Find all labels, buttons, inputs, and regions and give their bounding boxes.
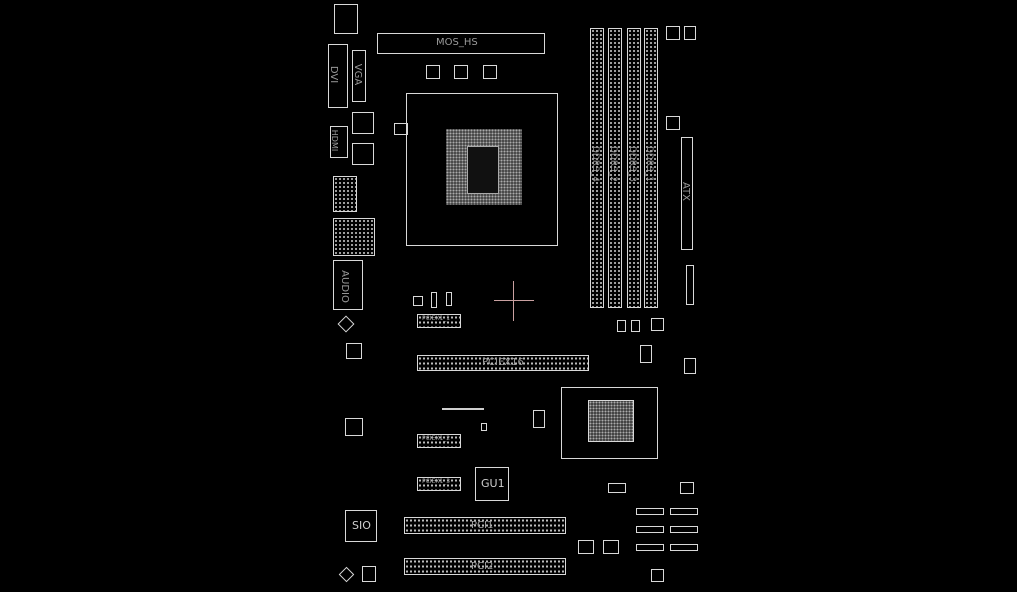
cursor-crosshair-horizontal [494, 300, 534, 301]
pciex16-label: PCIEX16 [482, 357, 524, 368]
component[interactable] [684, 358, 696, 374]
component[interactable] [578, 540, 594, 554]
component[interactable] [533, 410, 545, 428]
atx-label: ATX [680, 181, 692, 202]
audio-label: AUDIO [338, 270, 350, 303]
header-pins[interactable] [636, 508, 664, 515]
component[interactable] [345, 418, 363, 436]
component[interactable] [680, 482, 694, 494]
cpu-socket[interactable] [406, 93, 558, 246]
trace [442, 408, 484, 410]
dimm-slot-ddr3-3[interactable]: DDR3_3 [627, 28, 641, 308]
mosfet[interactable] [352, 143, 374, 165]
gu1-label: GU1 [481, 477, 505, 490]
pciex1-3-label: PCIEX1_3 [422, 478, 451, 485]
component[interactable] [651, 569, 664, 582]
component[interactable] [631, 320, 640, 332]
header-pins[interactable] [636, 544, 664, 551]
component[interactable] [603, 540, 619, 554]
audio-connector[interactable]: AUDIO [333, 260, 363, 310]
component[interactable] [346, 343, 362, 359]
header-pins[interactable] [670, 544, 698, 551]
mosfet[interactable] [454, 65, 468, 79]
dimm-label: DDR3_3 [627, 145, 638, 183]
dimm-label: DDR3_1 [644, 145, 655, 183]
dimm-slot-ddr3-4[interactable]: DDR3_4 [590, 28, 604, 308]
gu1-chip[interactable]: GU1 [475, 467, 509, 501]
vga-label: VGA [352, 63, 364, 86]
lan-connector[interactable] [333, 218, 375, 256]
component[interactable] [608, 483, 626, 493]
component[interactable] [362, 566, 376, 582]
component[interactable] [651, 318, 664, 331]
diamond-component[interactable] [337, 315, 355, 333]
component[interactable] [617, 320, 626, 332]
dimm-slot-ddr3-1[interactable]: DDR3_1 [644, 28, 658, 308]
pciex1-1-slot[interactable]: PCIEX1_1 [417, 314, 461, 328]
chipset-pch[interactable] [588, 400, 634, 442]
mosfet[interactable] [352, 112, 374, 134]
dimm-slot-ddr3-2[interactable]: DDR3_2 [608, 28, 622, 308]
hdmi-label: HDMI [330, 129, 340, 152]
pciex16-slot[interactable]: PCIEX16 [417, 355, 589, 371]
component[interactable] [684, 26, 696, 40]
pci1-label: PCI1 [471, 520, 494, 531]
pci2-label: PCI2 [471, 561, 494, 572]
dimm-label: DDR3_2 [608, 145, 619, 183]
header[interactable] [686, 265, 694, 305]
atx-power-connector[interactable]: ATX [680, 137, 693, 250]
header-pins[interactable] [636, 526, 664, 533]
mosfet[interactable] [483, 65, 497, 79]
mos-hs-label: MOS_HS [436, 37, 478, 48]
mosfet[interactable] [426, 65, 440, 79]
pci1-slot[interactable]: PCI1 [404, 517, 566, 534]
component[interactable] [666, 26, 680, 40]
pci2-slot[interactable]: PCI2 [404, 558, 566, 575]
dimm-label: DDR3_4 [590, 145, 601, 183]
dvi-label: DVI [328, 65, 340, 84]
dvi-connector[interactable]: DVI [328, 44, 348, 108]
component[interactable] [640, 345, 652, 363]
pciex1-2-slot[interactable]: PCIEX1_2 [417, 434, 461, 448]
sio-label: SIO [352, 519, 371, 532]
cpu-center [467, 146, 499, 194]
pciex1-1-label: PCIEX1_1 [422, 315, 451, 322]
component[interactable] [394, 123, 408, 135]
header-pins[interactable] [670, 526, 698, 533]
sio-chip[interactable]: SIO [345, 510, 377, 542]
pciex1-2-label: PCIEX1_2 [422, 435, 451, 442]
usb-connector[interactable] [333, 176, 357, 212]
component[interactable] [481, 423, 487, 431]
vga-connector[interactable]: VGA [352, 50, 366, 102]
mos-heatsink[interactable]: MOS_HS [377, 33, 545, 54]
hdmi-connector[interactable]: HDMI [330, 126, 348, 158]
component[interactable] [431, 292, 437, 308]
component[interactable] [413, 296, 423, 306]
component[interactable] [446, 292, 452, 306]
component[interactable] [666, 116, 680, 130]
top-usb-header[interactable] [334, 4, 358, 34]
cursor-crosshair-vertical [513, 281, 514, 321]
header-pins[interactable] [670, 508, 698, 515]
diamond-component[interactable] [338, 566, 355, 583]
pciex1-3-slot[interactable]: PCIEX1_3 [417, 477, 461, 491]
chipset-outline [561, 387, 658, 459]
